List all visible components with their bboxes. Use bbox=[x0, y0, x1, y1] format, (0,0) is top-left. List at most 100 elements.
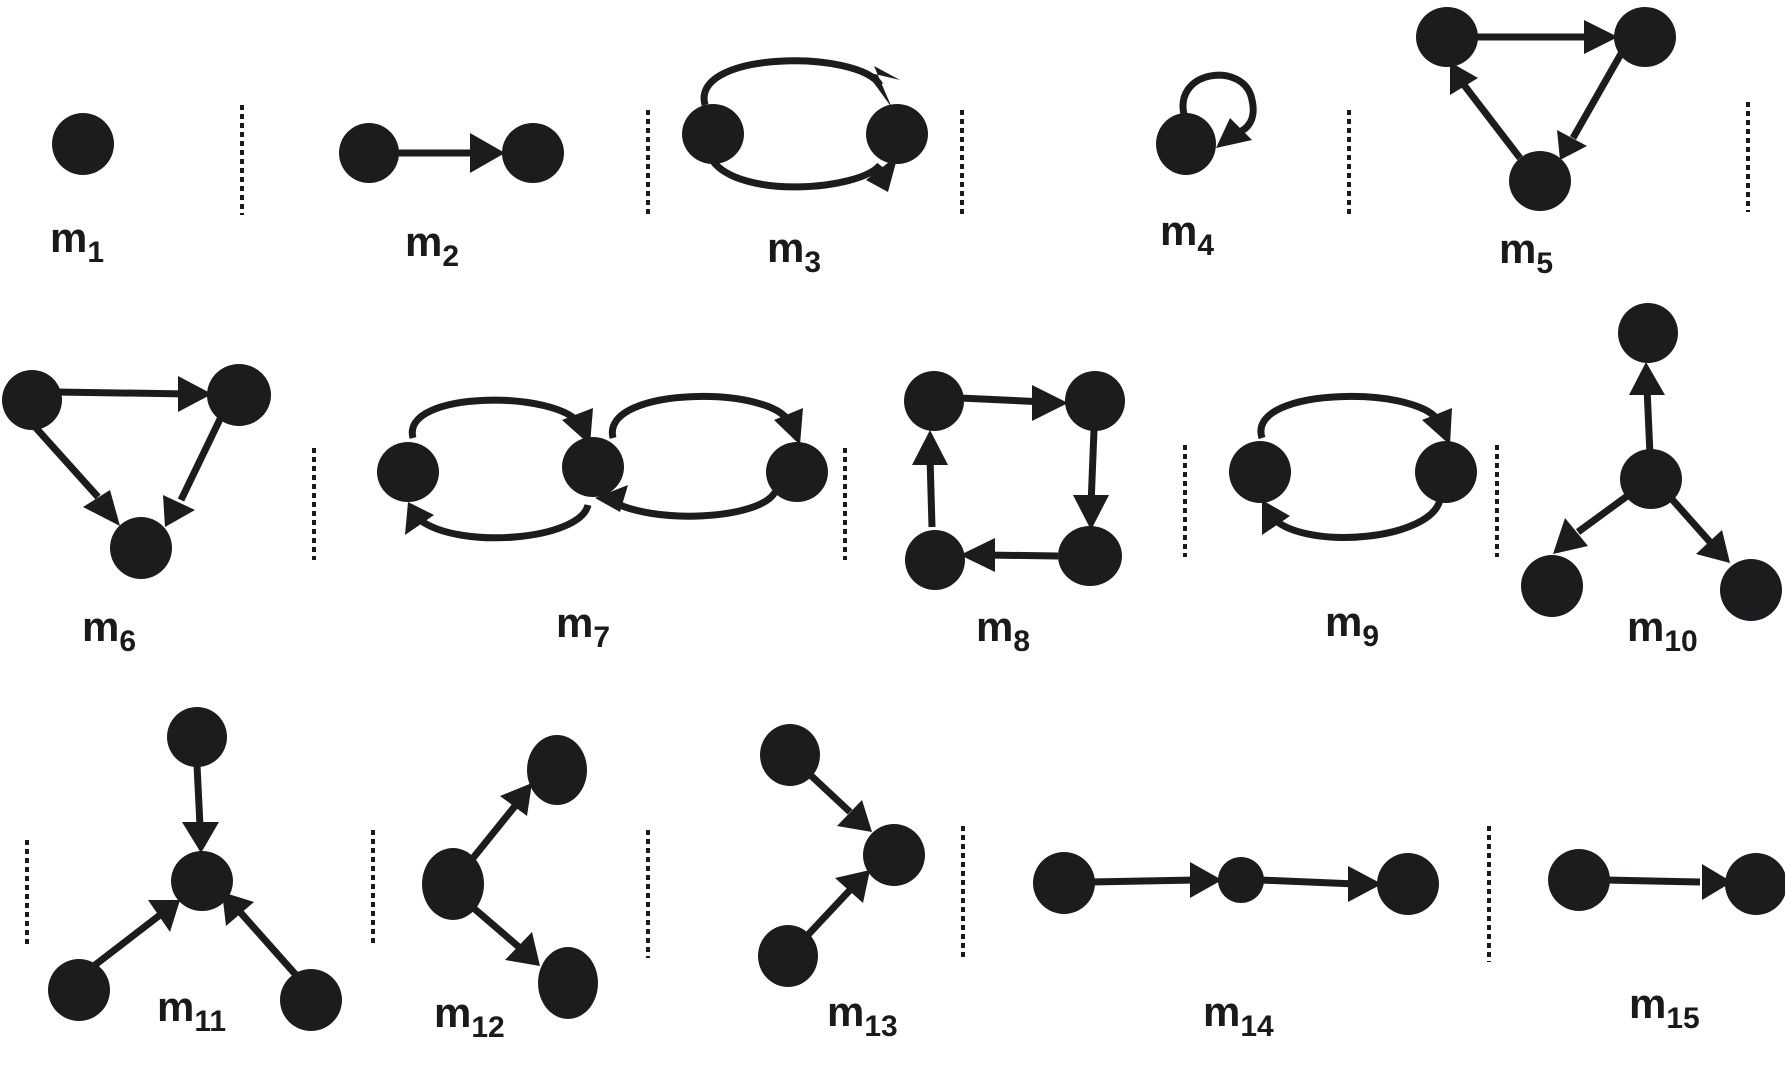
node bbox=[110, 517, 172, 579]
node bbox=[171, 851, 233, 911]
arrowhead bbox=[405, 502, 434, 535]
node bbox=[377, 442, 439, 502]
arrowhead bbox=[83, 490, 120, 526]
edge-self-loop bbox=[1179, 71, 1257, 136]
arrowhead bbox=[505, 932, 540, 966]
edge-arrow bbox=[1257, 392, 1444, 440]
motif-label-m10: m10 bbox=[1627, 603, 1698, 658]
motif-label-m3: m3 bbox=[767, 224, 821, 279]
arrowhead bbox=[1032, 385, 1068, 421]
arrowhead bbox=[866, 66, 900, 108]
arrowhead bbox=[774, 408, 803, 445]
motif-label-m2: m2 bbox=[405, 218, 459, 273]
node bbox=[422, 848, 484, 920]
node bbox=[562, 437, 624, 497]
node bbox=[1218, 857, 1264, 903]
edge-arrow bbox=[700, 57, 884, 106]
arrowhead bbox=[595, 485, 628, 512]
motif-label-m13: m13 bbox=[827, 988, 898, 1043]
node bbox=[766, 442, 828, 502]
arrowhead bbox=[178, 376, 212, 412]
edge-arrow bbox=[237, 909, 299, 978]
edge-arrow bbox=[1272, 498, 1444, 541]
arrowhead bbox=[1584, 20, 1618, 54]
node bbox=[1725, 853, 1785, 915]
arrowhead bbox=[912, 430, 948, 465]
node bbox=[207, 364, 271, 426]
motif-label-m14: m14 bbox=[1203, 988, 1274, 1043]
edge-arrow bbox=[417, 503, 592, 542]
node bbox=[52, 113, 114, 175]
node bbox=[1377, 853, 1439, 915]
node bbox=[1618, 303, 1678, 363]
motif-label-m5: m5 bbox=[1499, 225, 1553, 280]
arrowhead bbox=[835, 870, 870, 903]
node bbox=[760, 724, 820, 786]
edge-arrow bbox=[984, 551, 1059, 560]
arrowhead bbox=[837, 800, 872, 832]
node bbox=[863, 824, 925, 886]
arrowhead bbox=[960, 538, 995, 572]
node bbox=[339, 123, 399, 183]
node bbox=[1058, 526, 1122, 586]
arrowhead bbox=[163, 495, 195, 527]
node bbox=[1614, 7, 1676, 67]
arrowhead bbox=[1422, 408, 1452, 445]
nodes bbox=[2, 7, 1785, 1031]
edge-arrow bbox=[926, 456, 936, 528]
arrowhead bbox=[182, 822, 219, 853]
node bbox=[758, 925, 818, 987]
arrowhead bbox=[1190, 862, 1222, 898]
edge-arrow bbox=[1089, 876, 1197, 886]
node bbox=[1416, 7, 1478, 67]
arrowhead bbox=[148, 900, 180, 932]
node bbox=[2, 370, 62, 430]
edges bbox=[33, 20, 1732, 978]
node bbox=[682, 104, 744, 164]
node bbox=[167, 707, 227, 767]
edge-arrow bbox=[1575, 491, 1633, 535]
node bbox=[1229, 441, 1291, 503]
edge-arrow bbox=[709, 157, 883, 191]
edge-arrow bbox=[802, 887, 853, 941]
node bbox=[1415, 441, 1477, 503]
arrowhead bbox=[1450, 62, 1478, 95]
edge-arrow bbox=[33, 425, 101, 500]
edge-arrow bbox=[959, 394, 1046, 406]
motif-label-m9: m9 bbox=[1325, 598, 1379, 653]
node bbox=[905, 530, 965, 590]
arrowhead bbox=[1629, 362, 1665, 395]
node bbox=[1620, 449, 1682, 509]
edge-arrow bbox=[609, 392, 794, 439]
arrowhead bbox=[1553, 518, 1588, 554]
motif-label-m8: m8 bbox=[976, 603, 1030, 658]
node bbox=[1720, 559, 1782, 621]
motif-label-m1: m1 bbox=[50, 214, 104, 269]
edge-arrow bbox=[92, 912, 163, 968]
motif-label-m7: m7 bbox=[556, 599, 610, 654]
edge-arrow bbox=[1087, 429, 1098, 506]
edge-arrow bbox=[177, 413, 226, 502]
edge-arrow bbox=[55, 388, 191, 398]
edge-arrow bbox=[409, 396, 584, 439]
node bbox=[502, 123, 564, 183]
edge-arrow bbox=[193, 764, 204, 827]
node bbox=[1033, 852, 1095, 914]
arrowhead bbox=[500, 783, 532, 816]
edge-arrow bbox=[1569, 50, 1626, 140]
node bbox=[1521, 555, 1583, 617]
separators bbox=[25, 102, 1750, 962]
arrowhead bbox=[866, 155, 898, 192]
motif-label-m12: m12 bbox=[434, 989, 505, 1044]
labels: m1 m2 m3 m4 m5 m6 m7 m8 m9 m10 m11 m12 m… bbox=[50, 207, 1700, 1044]
node bbox=[538, 947, 598, 1019]
motif-label-m11: m11 bbox=[157, 983, 226, 1038]
arrowhead bbox=[1557, 130, 1587, 160]
edge-arrow bbox=[1667, 494, 1713, 545]
arrowhead bbox=[1702, 864, 1732, 900]
edge-arrow bbox=[1643, 387, 1654, 456]
edge-arrow bbox=[608, 489, 779, 520]
node bbox=[280, 969, 342, 1031]
node bbox=[1065, 371, 1125, 431]
motif-label-m15: m15 bbox=[1629, 980, 1700, 1035]
